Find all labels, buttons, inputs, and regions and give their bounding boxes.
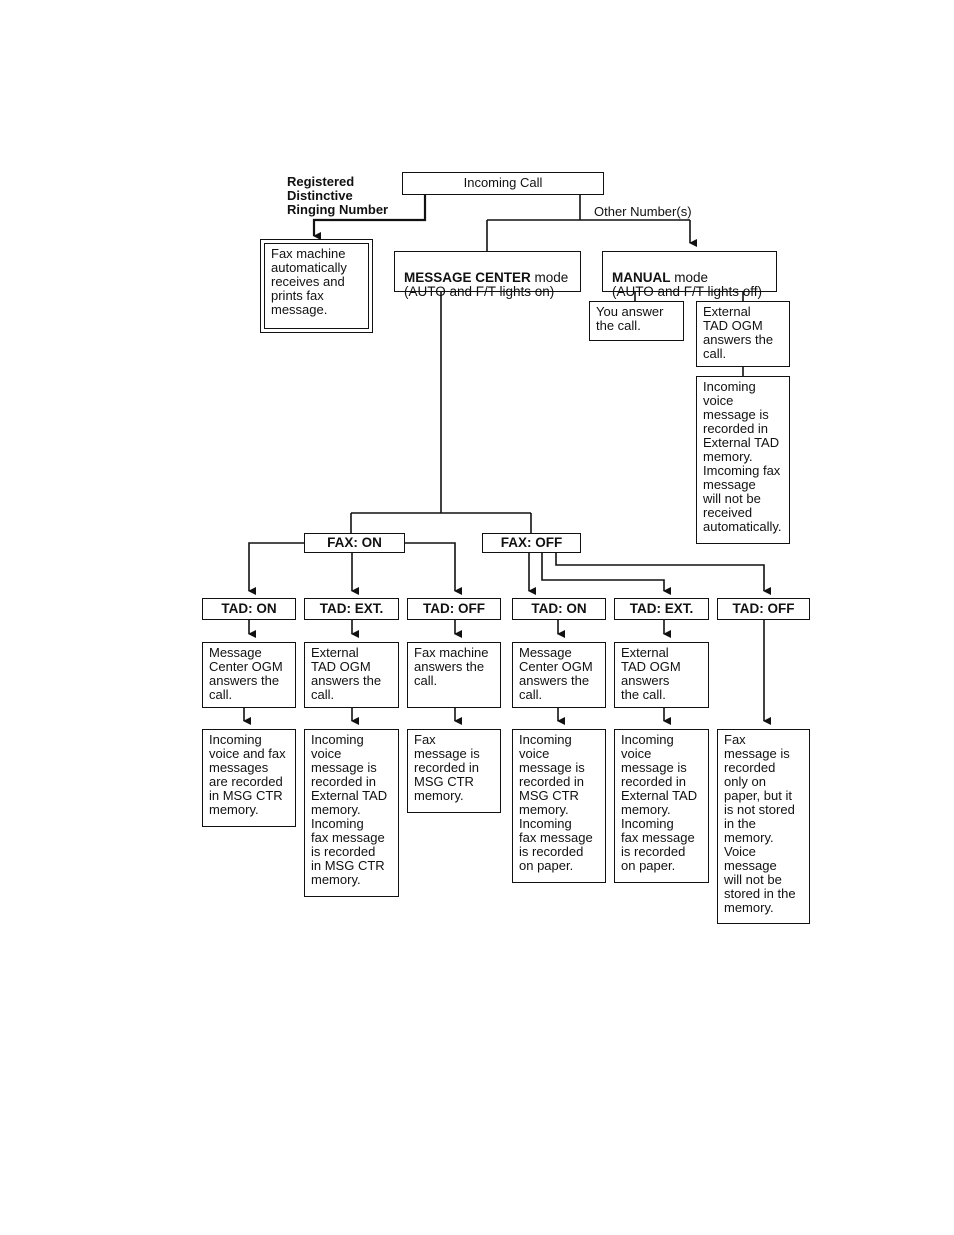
fax-on-box: FAX: ON <box>304 533 405 553</box>
result-box-3: Fax message is recorded in MSG CTR memor… <box>407 729 501 813</box>
external-tad-answer-box: External TAD OGM answers the call. <box>696 301 790 367</box>
tad-on-box-1: TAD: ON <box>202 598 296 620</box>
answer-box-3: Fax machine answers the call. <box>407 642 501 708</box>
answer-box-2: External TAD OGM answers the call. <box>304 642 399 708</box>
message-center-title: MESSAGE CENTER <box>404 270 531 285</box>
other-numbers-label: Other Number(s) <box>594 204 692 219</box>
message-center-sub: (AUTO and F/T lights on) <box>404 284 555 299</box>
tad-on-box-2: TAD: ON <box>512 598 606 620</box>
message-center-mode-box: MESSAGE CENTER mode (AUTO and F/T lights… <box>394 251 581 299</box>
result-box-5: Incoming voice message is recorded in Ex… <box>614 729 709 883</box>
manual-mode-word: mode <box>670 270 709 285</box>
tad-off-box-2: TAD: OFF <box>717 598 810 620</box>
fax-auto-receive-box: Fax machine automatically receives and p… <box>260 239 373 333</box>
line-registered <box>312 195 427 240</box>
you-answer-box: You answer the call. <box>589 301 684 341</box>
tad-ext-box-1: TAD: EXT. <box>304 598 399 620</box>
result-box-1: Incoming voice and fax messages are reco… <box>202 729 296 827</box>
tad-off-box-1: TAD: OFF <box>407 598 501 620</box>
incoming-call-box: Incoming Call <box>402 172 604 195</box>
tad-ext-box-2: TAD: EXT. <box>614 598 709 620</box>
manual-mode-box: MANUAL mode (AUTO and F/T lights off) <box>602 251 777 299</box>
manual-title: MANUAL <box>612 270 671 285</box>
answer-box-4: Message Center OGM answers the call. <box>512 642 606 708</box>
answer-box-1: Message Center OGM answers the call. <box>202 642 296 708</box>
answer-box-5: External TAD OGM answers the call. <box>614 642 709 708</box>
result-box-6: Fax message is recorded only on paper, b… <box>717 729 810 924</box>
result-box-4: Incoming voice message is recorded in MS… <box>512 729 606 883</box>
fax-off-box: FAX: OFF <box>482 533 581 553</box>
result-box-2: Incoming voice message is recorded in Ex… <box>304 729 399 897</box>
registered-number-label: Registered Distinctive Ringing Number <box>287 174 389 217</box>
manual-result-box: Incoming voice message is recorded in Ex… <box>696 376 790 544</box>
message-center-mode-word: mode <box>530 270 569 285</box>
manual-sub: (AUTO and F/T lights off) <box>612 284 763 299</box>
